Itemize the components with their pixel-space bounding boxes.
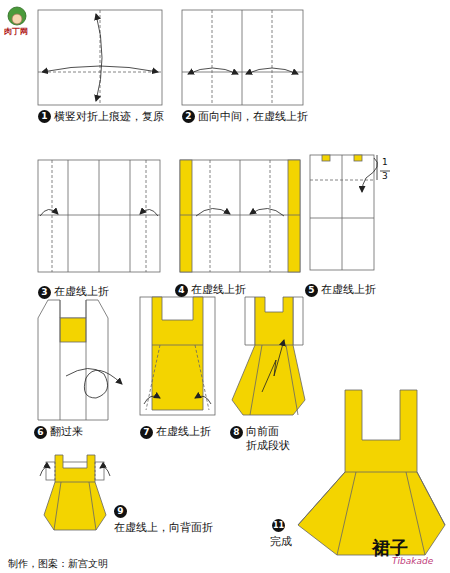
step-number: 11	[272, 519, 285, 532]
step-caption: 横竖对折上痕迹，复原	[54, 110, 164, 124]
step-caption: 在虚线上折	[321, 283, 376, 297]
step-caption: 向前面 折成段状	[246, 425, 296, 453]
fraction-digit: 1	[382, 158, 388, 167]
logo-text: 肉丁网	[4, 27, 28, 37]
step-caption: 完成	[270, 535, 292, 549]
step-caption: 翻过来	[50, 425, 83, 439]
step-number: 7	[140, 426, 153, 439]
step-number: 9	[114, 505, 127, 518]
step-caption: 在虚线上折	[54, 285, 109, 299]
step-number: 4	[175, 284, 188, 297]
step-number: 1	[38, 110, 51, 123]
step-caption: 面向中间，在虚线上折	[198, 110, 308, 124]
step-caption: 在虚线上折	[191, 283, 246, 297]
fraction-digit: 3	[382, 172, 388, 181]
step-caption: 在虚线上，向背面折	[114, 521, 213, 535]
watermark: Tibakade	[392, 556, 433, 567]
step-caption: 在虚线上折	[156, 425, 211, 439]
step-number: 8	[230, 426, 243, 439]
credit-note: 制作，图案：新宫文明	[8, 558, 108, 571]
step-number: 3	[38, 286, 51, 299]
step-number: 5	[305, 284, 318, 297]
step-number: 6	[34, 426, 47, 439]
step-number: 2	[182, 110, 195, 123]
